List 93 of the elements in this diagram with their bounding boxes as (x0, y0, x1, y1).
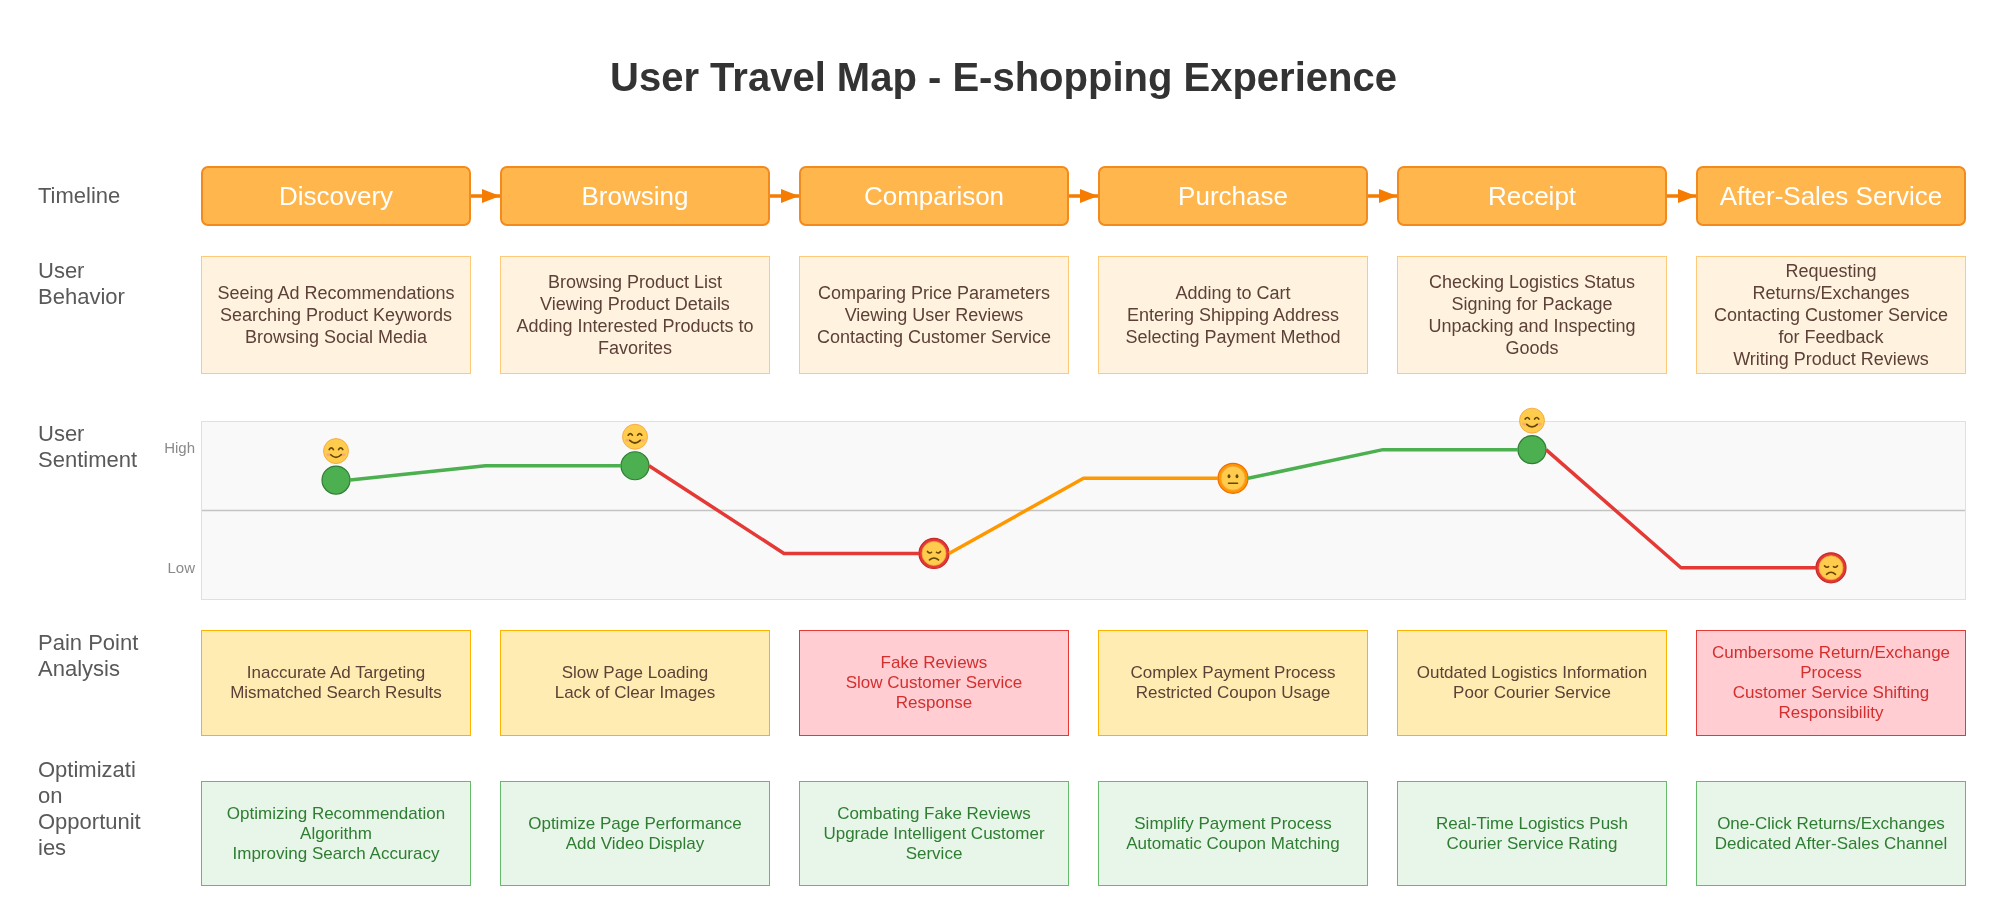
pain-point-text: Outdated Logistics Information (1416, 663, 1648, 683)
opportunity-text: Simplify Payment Process (1134, 813, 1332, 834)
behavior-item-text: Seeing Ad Recommendations (217, 282, 455, 304)
pain-point-text: Lack of Clear Images (554, 683, 716, 703)
opportunity-text: Dedicated After-Sales Channel (1714, 833, 1948, 854)
stage-box (201, 166, 471, 226)
opportunity-text: One-Click Returns/Exchanges (1717, 813, 1945, 834)
opportunity-text: Optimize Page Performance (528, 813, 742, 834)
arrow (1069, 189, 1098, 203)
row-label: Timeline (38, 183, 122, 209)
behavior-item-text: Viewing Product Details (540, 293, 730, 315)
connector-line (349, 464, 621, 482)
connector-line (1247, 447, 1518, 480)
stage-box (500, 166, 770, 226)
pain-point-text: Slow Customer Service Response (844, 673, 1024, 713)
sentiment-point (1517, 435, 1547, 465)
row-label: User Behavior (38, 257, 126, 310)
connector-line (648, 464, 919, 556)
pain-point-text: Restricted Coupon Usage (1135, 683, 1331, 703)
behavior-box (1696, 256, 1966, 374)
stage-title: Comparison (863, 181, 1005, 211)
sentiment-point (620, 451, 650, 481)
opportunity-box (1098, 781, 1368, 886)
opportunity-text: Automatic Coupon Matching (1126, 833, 1340, 854)
behavior-item-text: Comparing Price Parameters (817, 282, 1051, 304)
behavior-box (799, 256, 1069, 374)
stage-box (1397, 166, 1667, 226)
opportunity-text: Combating Fake Reviews (837, 803, 1031, 824)
stage-title: After-Sales Service (1719, 181, 1943, 211)
behavior-box (201, 256, 471, 374)
behavior-item-text: Writing Product Reviews (1733, 348, 1929, 370)
pain-point-text: Inaccurate Ad Targeting (246, 663, 426, 683)
pain-point-box (500, 630, 770, 736)
opportunity-box (799, 781, 1069, 886)
behavior-box (500, 256, 770, 374)
pain-point-text: Slow Page Loading (561, 663, 709, 683)
arrow (770, 189, 799, 203)
pain-point-text: Mismatched Search Results (230, 683, 442, 703)
opportunity-box (500, 781, 770, 886)
behavior-item-text: Requesting Returns/Exchanges (1751, 260, 1911, 304)
opportunity-text: Courier Service Rating (1446, 833, 1618, 854)
stage-box (799, 166, 1069, 226)
row-label: Optimization Opportunities (38, 757, 142, 861)
stage-box (1696, 166, 1966, 226)
row-label: Pain Point Analysis (38, 630, 140, 682)
behavior-item-text: Adding to Cart (1175, 282, 1291, 304)
behavior-box (1098, 256, 1368, 374)
opportunity-text: Improving Search Accuracy (232, 843, 440, 864)
severe-pain-point-box (799, 630, 1069, 736)
opportunity-text: Optimizing Recommendation Algorithm (225, 803, 447, 844)
behavior-item-text: Checking Logistics Status (1428, 271, 1636, 293)
opportunity-box (1397, 781, 1667, 886)
behavior-item-text: Browsing Social Media (244, 326, 428, 348)
pain-point-box (1397, 630, 1667, 736)
connector-line (948, 476, 1218, 555)
connector-line (1544, 448, 1816, 570)
pain-point-box (201, 630, 471, 736)
pain-point-text: Poor Courier Service (1453, 683, 1611, 703)
pain-point-box (1098, 630, 1368, 736)
opportunity-text: Upgrade Intelligent Customer Service (822, 823, 1046, 864)
severe-pain-point-box (1696, 630, 1966, 736)
behavior-box (1397, 256, 1667, 374)
stage-title: Discovery (278, 181, 394, 211)
behavior-item-text: Entering Shipping Address (1126, 304, 1340, 326)
opportunity-text: Add Video Display (565, 833, 705, 854)
page-title: User Travel Map - E-shopping Experience (610, 54, 1397, 101)
stage-box (1098, 166, 1368, 226)
behavior-item-text: Searching Product Keywords (219, 304, 453, 326)
pain-point-text: Complex Payment Process (1130, 663, 1336, 683)
behavior-item-text: Contacting Customer Service for Feedback (1712, 304, 1950, 348)
behavior-item-text: Viewing User Reviews (844, 304, 1024, 326)
stage-title: Browsing (581, 181, 689, 211)
behavior-item-text: Contacting Customer Service (816, 326, 1052, 348)
pain-point-text: Cumbersome Return/Exchange Process (1710, 643, 1952, 683)
opportunity-box (1696, 781, 1966, 886)
opportunity-box (201, 781, 471, 886)
behavior-item-text: Unpacking and Inspecting Goods (1427, 315, 1637, 359)
pain-point-text: Fake Reviews (880, 653, 988, 673)
stage-title: Purchase (1178, 181, 1288, 211)
arrow (1368, 189, 1397, 203)
arrow (471, 189, 500, 203)
pain-point-text: Customer Service Shifting Responsibility (1731, 683, 1931, 723)
behavior-item-text: Adding Interested Products to Favorites (515, 315, 755, 359)
behavior-item-text: Selecting Payment Method (1125, 326, 1341, 348)
level-label: High (164, 438, 195, 457)
stage-title: Receipt (1487, 181, 1577, 211)
behavior-item-text: Browsing Product List (547, 271, 723, 293)
level-label: Low (167, 558, 195, 577)
arrow (1667, 189, 1696, 203)
sentiment-point (321, 465, 351, 495)
row-label: User Sentiment (38, 421, 139, 473)
opportunity-text: Real-Time Logistics Push (1435, 813, 1629, 834)
behavior-item-text: Signing for Package (1451, 293, 1613, 315)
